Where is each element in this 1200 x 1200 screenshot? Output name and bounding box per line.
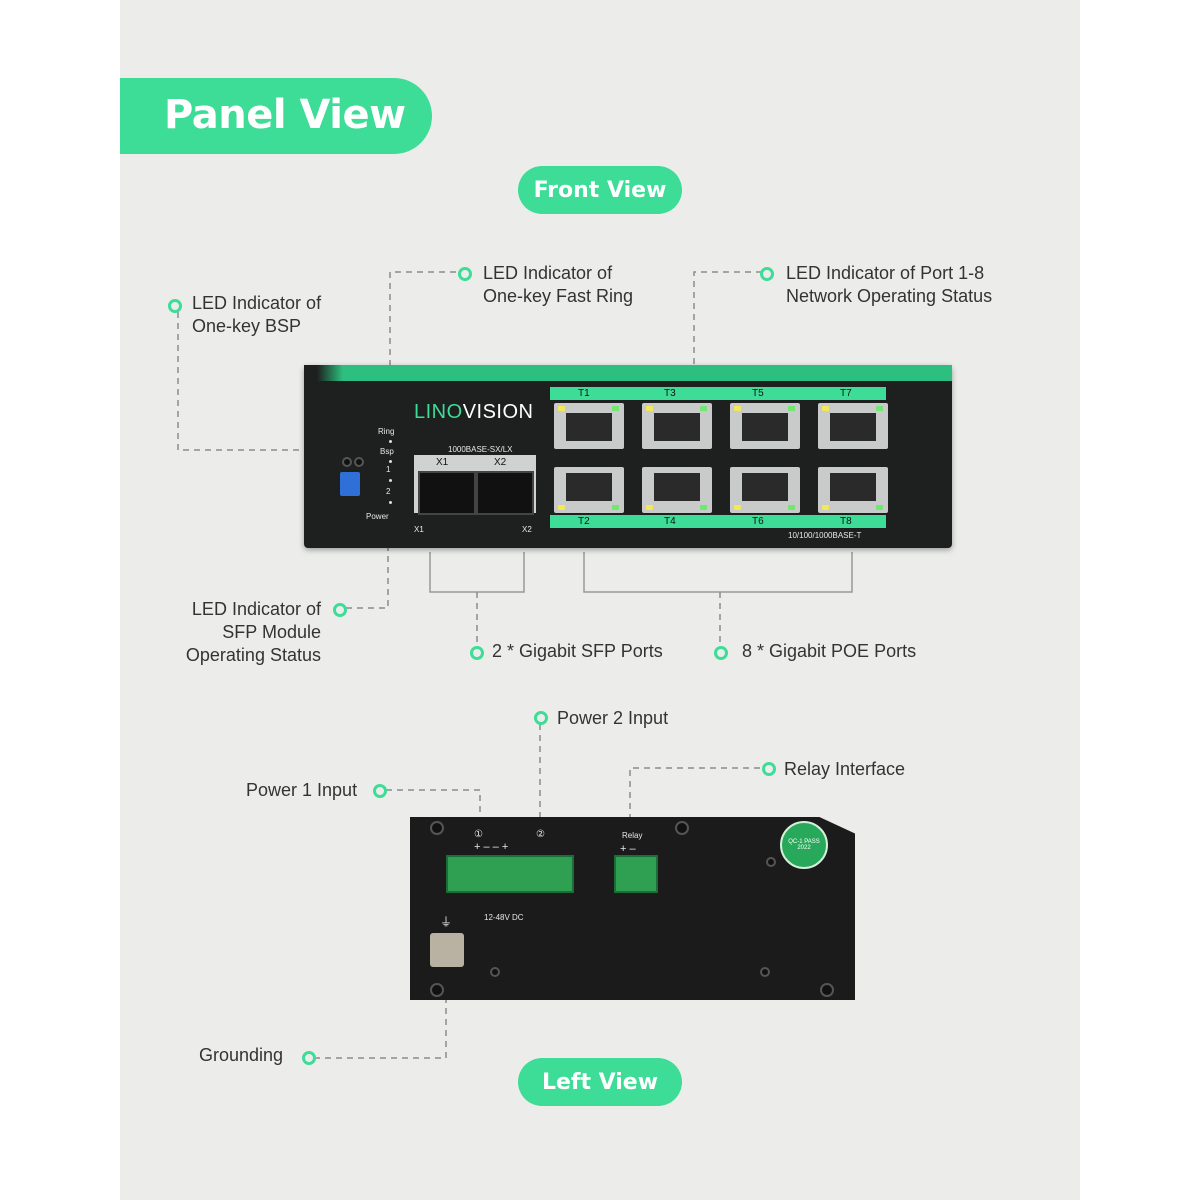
ground-icon: ⏚: [440, 915, 453, 929]
ports-led-label: LED Indicator of Port 1-8 Network Operat…: [786, 262, 992, 308]
rj45-port-t3[interactable]: [642, 403, 712, 449]
rj-spec-label: 10/100/1000BASE-T: [788, 531, 862, 540]
sfp-x1-top-label: X1: [436, 457, 449, 468]
bsp-button-icon[interactable]: [342, 457, 352, 467]
power1-label: Power 1 Input: [246, 780, 358, 800]
power-terminal-block[interactable]: [446, 855, 574, 893]
port-t2-label: T2: [578, 516, 590, 527]
bsp-label-line2: One-key BSP: [192, 316, 302, 336]
bsp-label: LED Indicator of One-key BSP: [192, 292, 321, 338]
ports-led-label-line2: Network Operating Status: [786, 286, 993, 306]
led-2: [389, 501, 392, 504]
screw-icon: [820, 983, 834, 997]
sfp-port-x1[interactable]: [418, 471, 476, 515]
sfp-led-label-line3: Operating Status: [185, 645, 321, 665]
front-accent-stripe: [304, 365, 952, 381]
relay-label: Relay Interface: [784, 759, 906, 779]
bsp-label-line1: LED Indicator of: [192, 293, 322, 313]
rj45-port-t2[interactable]: [554, 467, 624, 513]
port-t5-label: T5: [752, 388, 764, 399]
sfp-spec-label: 1000BASE-SX/LX: [448, 445, 513, 454]
rj45-port-t6[interactable]: [730, 467, 800, 513]
hole-icon: [490, 967, 500, 977]
power-polarity: + – – +: [474, 841, 509, 853]
bsp-marker: [168, 299, 182, 313]
ring-button-icon[interactable]: [354, 457, 364, 467]
rj45-port-t7[interactable]: [818, 403, 888, 449]
ring-label-line1: LED Indicator of: [483, 263, 613, 283]
page-title: Panel View: [164, 92, 406, 138]
title-banner: [120, 78, 432, 154]
screw-icon: [430, 983, 444, 997]
power1-mark: ①: [474, 829, 483, 840]
sfp-led-label-line2: SFP Module: [222, 622, 321, 642]
left-view-badge: Left View: [518, 1058, 682, 1106]
rj45-port-t5[interactable]: [730, 403, 800, 449]
front-view-badge: Front View: [518, 166, 682, 214]
certification-sticker: QC-1 PASS 2022: [780, 821, 828, 869]
port-t3-label: T3: [664, 388, 676, 399]
screw-icon: [430, 821, 444, 835]
led-1-label: 1: [386, 465, 391, 474]
led-power-label: Power: [366, 512, 389, 521]
hole-icon: [760, 967, 770, 977]
ports-led-label-line1: LED Indicator of Port 1-8: [786, 263, 985, 283]
sfp-x2-led-label: X2: [522, 525, 532, 534]
hole-icon: [766, 857, 776, 867]
relay-marker: [762, 762, 776, 776]
ring-marker: [458, 267, 472, 281]
led-2-label: 2: [386, 487, 391, 496]
switch-front-panel: LINOVISION Ring Bsp 1 2 Power 1000BASE-S…: [304, 365, 952, 548]
sfp-x2-top-label: X2: [494, 457, 507, 468]
rj45-port-t4[interactable]: [642, 467, 712, 513]
port-t1-label: T1: [578, 388, 590, 399]
led-ring-label: Ring: [378, 427, 395, 436]
sfp-ports-label: 2 * Gigabit SFP Ports: [492, 641, 663, 661]
relay-terminal-block[interactable]: [614, 855, 658, 893]
sfp-led-marker: [333, 603, 347, 617]
power2-label: Power 2 Input: [557, 708, 669, 728]
brand-part-a: LINO: [414, 401, 463, 423]
top-port-label-bar: [550, 387, 886, 400]
ring-led: [389, 440, 392, 443]
bsp-led: [389, 460, 392, 463]
sfp-led-label-line1: LED Indicator of: [191, 599, 321, 619]
ring-label: LED Indicator of One-key Fast Ring: [483, 262, 633, 308]
brand-logo: LINOVISION: [414, 401, 533, 424]
ring-label-line2: One-key Fast Ring: [483, 286, 634, 306]
ports-led-marker: [760, 267, 774, 281]
port-t7-label: T7: [840, 388, 852, 399]
grounding-terminal[interactable]: [430, 933, 464, 967]
rj45-port-t8[interactable]: [818, 467, 888, 513]
rj45-port-t1[interactable]: [554, 403, 624, 449]
grounding-marker: [302, 1051, 316, 1065]
dip-switch[interactable]: [340, 472, 360, 496]
sfp-ports-marker: [470, 646, 484, 660]
bottom-port-label-bar: [550, 515, 886, 528]
led-1: [389, 479, 392, 482]
port-t6-label: T6: [752, 516, 764, 527]
screw-icon: [675, 821, 689, 835]
brand-part-b: VISION: [462, 401, 534, 423]
sfp-x1-led-label: X1: [414, 525, 424, 534]
relay-mark: Relay: [622, 831, 643, 840]
led-bsp-label: Bsp: [380, 447, 394, 456]
poe-ports-label: 8 * Gigabit POE Ports: [742, 641, 917, 661]
sfp-cage: X1 X2: [414, 455, 536, 515]
voltage-label: 12-48V DC: [484, 913, 524, 922]
relay-polarity: + –: [620, 843, 636, 855]
port-t8-label: T8: [840, 516, 852, 527]
sfp-led-label: LED Indicator of SFP Module Operating St…: [176, 598, 321, 667]
power2-mark: ②: [536, 829, 545, 840]
port-t4-label: T4: [664, 516, 676, 527]
grounding-label: Grounding: [199, 1045, 284, 1065]
poe-ports-marker: [714, 646, 728, 660]
power1-marker: [373, 784, 387, 798]
sfp-port-x2[interactable]: [476, 471, 534, 515]
switch-left-panel: ① ② + – – + 12-48V DC Relay + – QC-1 PAS…: [410, 817, 855, 1000]
power2-marker: [534, 711, 548, 725]
